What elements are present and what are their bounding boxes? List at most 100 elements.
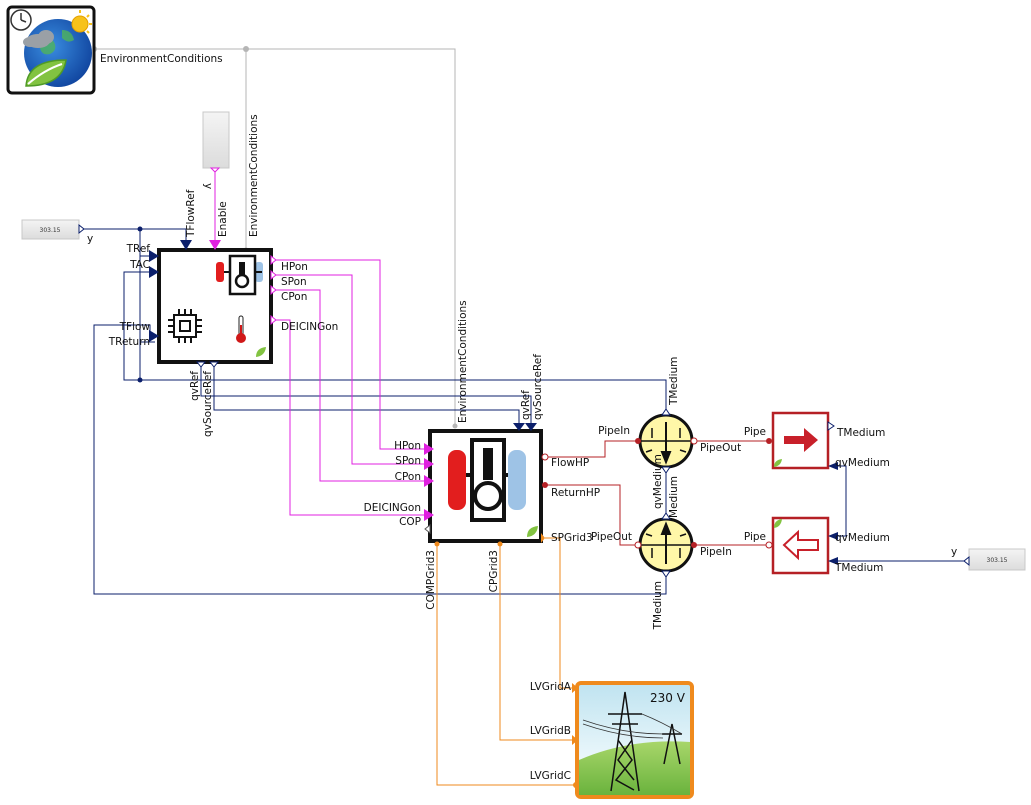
sensor-bottom-tmedium-label: TMedium [652,581,664,630]
heatpump-returnhp-port[interactable] [542,482,548,488]
controller-tflow-port[interactable] [149,330,159,342]
heatpump-compgrid3-port[interactable] [434,541,440,547]
controller-treturn-label: TReturn [108,336,150,348]
leaf-icon [25,59,67,87]
heatpump-deicingon-port[interactable] [424,509,434,521]
source-qvmedium-port[interactable] [828,532,838,540]
constant-right-value: 303.15 [987,557,1008,564]
controller-qvref-label: qvRef [189,371,201,401]
sensor-top-qvmedium-label: qvMedium [668,476,680,531]
source-pipe-port[interactable] [765,541,773,549]
leaf-icon [527,526,538,537]
electric-wires[interactable] [436,537,575,786]
flow-sensor-top[interactable] [638,413,694,469]
constant-left-port-label: y [87,233,93,245]
sink-qvmedium-port[interactable] [828,462,838,470]
cloud-icon [23,30,54,48]
enable-source-output-port[interactable] [209,167,221,173]
heat-pump-controller-block[interactable] [157,248,273,364]
heat-pump-block[interactable] [428,429,543,543]
flow-sensor-bottom[interactable] [638,517,694,573]
signal-junction [137,377,143,383]
flow-sink-block[interactable] [771,411,830,470]
flow-source-block[interactable] [771,516,830,575]
sink-tmedium-label: TMedium [836,427,885,439]
grid-lvgridb-label: LVGridB [530,725,571,737]
controller-enable-label: Enable [217,201,229,237]
grid-lvgridb-port[interactable] [572,735,578,745]
heatpump-returnhp-label: ReturnHP [551,487,600,499]
heat-pump-icon [448,438,526,522]
sink-qvmedium-label: qvMedium [835,457,890,469]
sensor-bottom-qvmedium-port[interactable] [661,512,671,520]
heatpump-hpon-port[interactable] [424,443,434,455]
heatpump-qvref-label: qvRef [520,390,532,420]
sensor-top-qvmedium-port[interactable] [661,466,671,474]
controller-tac-port[interactable] [149,266,159,278]
thermal-wires[interactable] [545,440,766,546]
grid-lvgridc-port[interactable] [573,782,579,788]
heatpump-flowhp-label: FlowHP [551,457,589,469]
sensor-top-pipeout-port[interactable] [690,437,698,445]
sensor-top-tmedium-label: TMedium [668,357,680,406]
sensor-top-tmedium-port[interactable] [661,408,671,416]
controller-qvref-port[interactable] [195,361,207,368]
controller-tref-port[interactable] [149,250,159,262]
low-voltage-grid-block[interactable]: 230 V [575,681,694,799]
sink-pipe-port[interactable] [766,438,772,444]
heatpump-cpgrid3-label: CPGrid3 [488,550,500,592]
enable-boolean-source[interactable] [202,111,230,173]
sink-tmedium-port[interactable] [827,421,835,431]
boolean-signal-wires[interactable] [214,172,424,516]
sun-icon [71,10,92,34]
heatpump-spon-port[interactable] [424,458,434,470]
environment-bus-wires[interactable] [94,48,456,426]
constant-source-right[interactable]: 303.15 [963,548,1026,571]
sensor-top-pipein-port[interactable] [635,438,641,444]
leaf-icon [256,347,266,357]
sensor-bottom-pipeout-port[interactable] [634,541,642,549]
heatpump-cpon-port[interactable] [424,475,434,487]
leaf-icon [774,519,782,528]
source-tmedium-port[interactable] [828,557,838,565]
heatpump-cop-port[interactable] [424,523,431,535]
constant-right-output-port[interactable] [963,555,970,567]
controller-enable-port[interactable] [209,240,221,250]
controller-cpon-label: CPon [281,291,307,303]
controller-hpon-port[interactable] [270,254,277,266]
heatpump-spgrid3-port[interactable] [541,533,545,543]
controller-cpon-port[interactable] [270,284,277,296]
environment-conditions-label: EnvironmentConditions [100,53,223,65]
controller-qvsourceref-port[interactable] [208,361,220,368]
heatpump-qvref-port[interactable] [513,423,525,431]
sensor-bottom-pipein-label: PipeIn [700,546,732,558]
power-pylon-icon [582,691,683,792]
controller-deicingon-port[interactable] [270,314,277,326]
controller-spon-port[interactable] [270,269,277,281]
grid-lvgridc-label: LVGridC [530,770,571,782]
arrow-right-icon [784,428,818,452]
heatpump-hpon-label: HPon [394,440,421,452]
controller-tref-label: TRef [126,243,151,255]
sensor-top-pipein-label: PipeIn [598,425,630,437]
leaf-icon [774,459,782,467]
sensor-bottom-tmedium-port[interactable] [661,570,671,578]
environment-conditions-block[interactable] [6,5,96,95]
source-qvmedium-label: qvMedium [835,532,890,544]
constant-source-left[interactable]: 303.15 [21,219,85,240]
heatpump-cop-label: COP [399,516,421,528]
controller-tac-label: TAC [129,259,150,271]
heatpump-compgrid3-label: COMPGrid3 [425,550,437,610]
grid-lvgrida-port[interactable] [572,683,578,693]
heatpump-flowhp-port[interactable] [541,453,549,461]
controller-tflowref-port[interactable] [180,240,192,250]
heatpump-cpgrid3-port[interactable] [497,541,503,547]
thermometer-icon [236,315,246,343]
constant-left-output-port[interactable] [78,223,85,235]
grid-voltage-label: 230 V [650,691,686,705]
heatpump-cpon-label: CPon [395,471,421,483]
arrow-left-icon [782,529,819,561]
heatpump-qvsourceref-port[interactable] [525,423,537,431]
clock-icon [10,9,32,31]
sensor-bottom-pipein-port[interactable] [691,542,697,548]
